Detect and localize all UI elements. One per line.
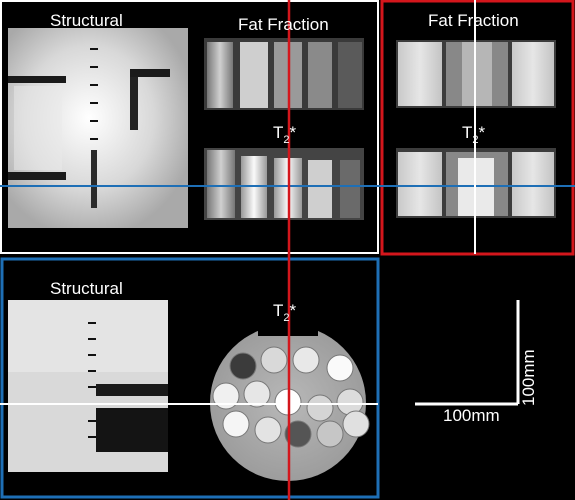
t2star-label-bottom: T2* bbox=[273, 301, 297, 324]
fat-fraction-label-top-right: Fat Fraction bbox=[428, 11, 519, 30]
scale-bar-horizontal-label: 100mm bbox=[443, 406, 500, 425]
structural-axial-image bbox=[8, 300, 168, 472]
structural-label-top: Structural bbox=[50, 11, 123, 30]
scale-bar-vertical-label: 100mm bbox=[519, 349, 538, 406]
top-left-panel-frame bbox=[0, 0, 379, 254]
t2star-label-top-left: T2* bbox=[273, 123, 297, 146]
t2star-label-top-right: T2* bbox=[462, 123, 486, 146]
top-right-panel-frame bbox=[380, 0, 575, 256]
structural-label-bottom: Structural bbox=[50, 279, 123, 298]
scale-bar bbox=[415, 300, 520, 406]
fat-fraction-label-top-left: Fat Fraction bbox=[238, 15, 329, 34]
structural-coronal-image bbox=[8, 28, 188, 228]
bottom-left-panel-frame bbox=[0, 257, 380, 499]
t2star-vials-top bbox=[204, 148, 364, 220]
fat-fraction-vials-top bbox=[204, 38, 364, 110]
